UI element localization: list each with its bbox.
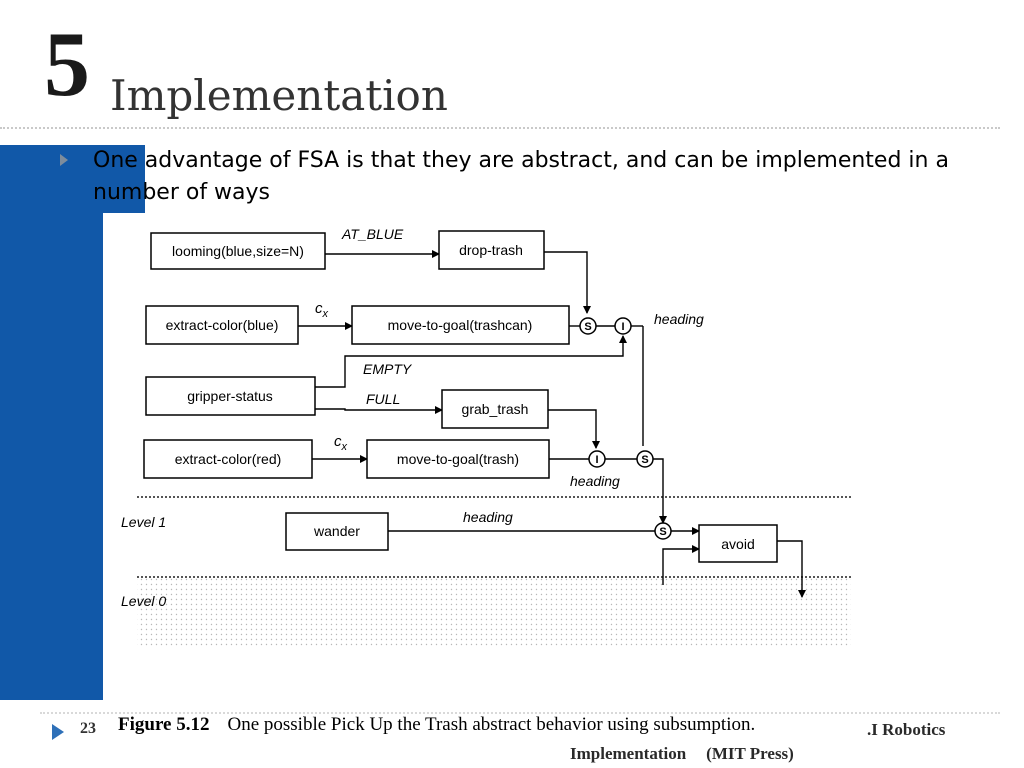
box-move-trash-label: move-to-goal(trash) xyxy=(397,451,519,467)
box-drop-trash-label: drop-trash xyxy=(459,242,523,258)
label-heading-1: heading xyxy=(654,311,704,327)
suppress-node-2-label: S xyxy=(641,454,648,466)
footer-divider xyxy=(40,712,1000,714)
box-looming xyxy=(150,232,326,270)
box-grab-trash xyxy=(441,389,549,429)
suppress-node-1-label: S xyxy=(584,321,591,333)
box-wander xyxy=(285,512,389,551)
footer-arrow-icon xyxy=(52,724,64,740)
inhibit-node-1-label: I xyxy=(621,321,624,333)
box-gripper-status-label: gripper-status xyxy=(187,388,273,404)
figure-caption: Figure 5.12 One possible Pick Up the Tras… xyxy=(118,714,755,736)
bullet-arrow-icon xyxy=(60,154,68,166)
footer-section-name: Implementation xyxy=(570,744,687,763)
label-empty: EMPTY xyxy=(363,361,413,377)
link-empty-inhibit xyxy=(315,335,627,388)
subsumption-figure: S I I S S looming(blue,size=N) drop-tras… xyxy=(105,213,855,653)
label-at-blue: AT_BLUE xyxy=(341,226,404,242)
label-level0: Level 0 xyxy=(121,593,166,609)
link-avoid-out xyxy=(777,540,806,598)
label-heading-3: heading xyxy=(463,509,513,525)
inhibit-node-2 xyxy=(588,450,606,468)
subsumption-diagram: S I I S S looming(blue,size=N) drop-tras… xyxy=(121,226,851,648)
footer-course: .I Robotics xyxy=(867,720,946,739)
box-move-trash xyxy=(366,439,550,479)
box-grab-trash-label: grab_trash xyxy=(462,401,529,417)
box-wander-label: wander xyxy=(313,523,360,539)
page-number: 23 xyxy=(80,720,96,737)
accent-bar-extension xyxy=(103,145,145,213)
footer-publisher: (MIT Press) xyxy=(706,744,794,763)
box-gripper-status xyxy=(145,376,316,416)
label-cx-2: cx xyxy=(334,433,348,453)
footer-section: Implementation (MIT Press) xyxy=(570,744,794,764)
link-grab-inhibit xyxy=(548,409,600,449)
inhibit-node-2-label: I xyxy=(595,454,598,466)
box-extract-red-label: extract-color(red) xyxy=(175,451,282,467)
box-drop-trash xyxy=(438,230,545,270)
box-move-trashcan xyxy=(351,305,570,345)
label-level1: Level 1 xyxy=(121,514,166,530)
box-avoid-label: avoid xyxy=(721,536,754,552)
title-divider xyxy=(0,127,1000,129)
level0-region xyxy=(137,576,851,648)
link-suppress-down xyxy=(653,458,667,524)
box-extract-blue-label: extract-color(blue) xyxy=(166,317,279,333)
link-full-grab xyxy=(315,406,443,414)
suppress-node-2 xyxy=(636,450,654,468)
figure-caption-text: One possible Pick Up the Trash abstract … xyxy=(227,714,756,735)
box-extract-blue xyxy=(145,305,299,345)
box-looming-label: looming(blue,size=N) xyxy=(172,243,304,259)
box-move-trashcan-label: move-to-goal(trashcan) xyxy=(388,317,533,333)
link-level0-avoid xyxy=(662,545,700,585)
link-drop-suppress xyxy=(544,251,591,314)
label-cx-1: cx xyxy=(315,300,329,320)
box-extract-red xyxy=(143,439,313,479)
label-heading-2: heading xyxy=(570,473,620,489)
slide-title: Implementation xyxy=(110,71,448,120)
inhibit-node-1 xyxy=(614,317,632,335)
section-number: 5 xyxy=(44,13,90,115)
suppress-node-3 xyxy=(654,522,672,540)
suppress-node-3-label: S xyxy=(659,526,666,538)
suppress-node-1 xyxy=(579,317,597,335)
accent-bar xyxy=(0,145,103,700)
figure-caption-label: Figure 5.12 xyxy=(118,714,210,735)
bullet-text: One advantage of FSA is that they are ab… xyxy=(93,148,949,205)
box-avoid xyxy=(698,524,778,563)
label-full: FULL xyxy=(366,391,400,407)
